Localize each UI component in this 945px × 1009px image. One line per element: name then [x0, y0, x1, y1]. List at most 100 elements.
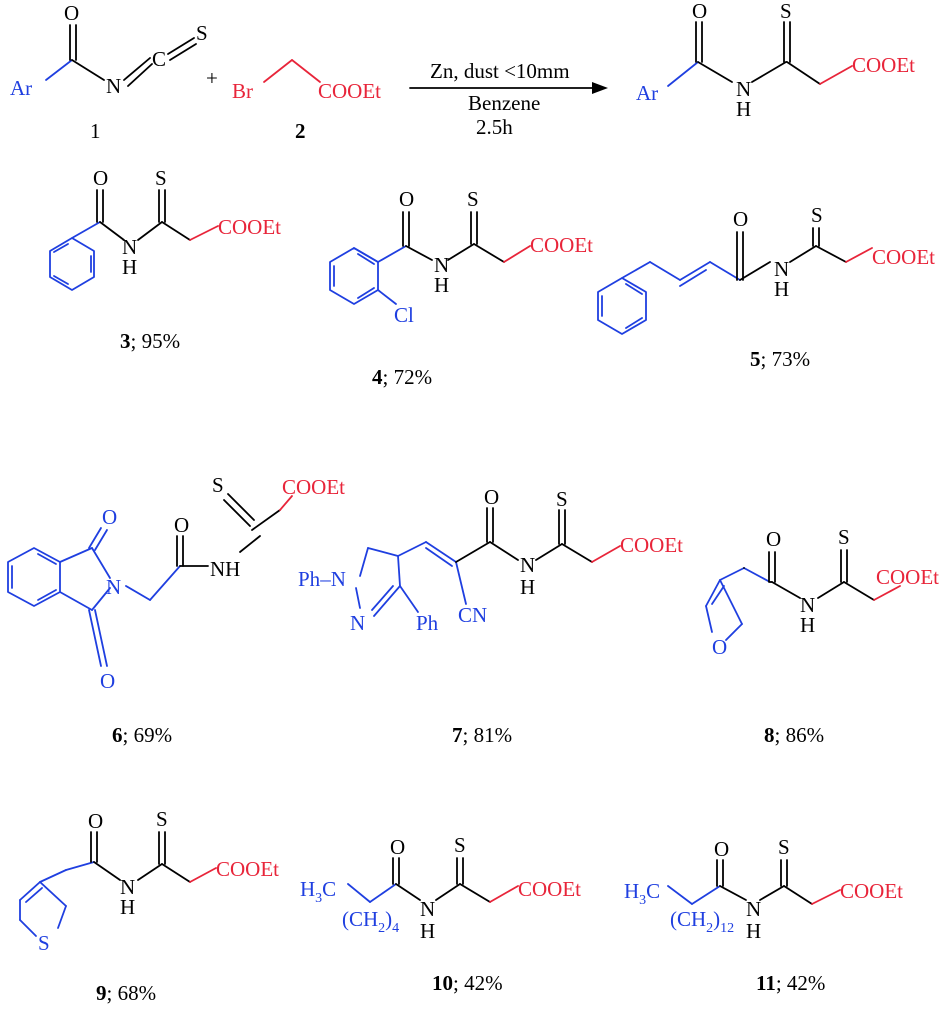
o-label: O: [88, 809, 103, 833]
o-label: O: [484, 485, 499, 509]
methyl-label: H3C: [300, 877, 336, 906]
s-label: S: [778, 835, 790, 859]
n-label: N: [520, 553, 535, 577]
h-label: H: [774, 277, 789, 301]
o-label: O: [766, 527, 781, 551]
compound-label: 8; 86%: [764, 723, 824, 747]
h-label: H: [800, 613, 815, 637]
n-label: N: [120, 875, 135, 899]
compound-label: 10; 42%: [432, 971, 503, 995]
n-label: N: [420, 897, 435, 921]
nh-label: NH: [210, 557, 240, 581]
ring-s-label: S: [38, 931, 50, 955]
isothiocyanate-n-label: N: [106, 74, 121, 98]
pyrazole-n2-label: N: [350, 611, 365, 635]
ring-o-bottom-label: O: [100, 669, 115, 693]
h-label: H: [420, 919, 435, 943]
compound-11: H3C (CH2)12 O S N H COOEt 11; 42%: [624, 835, 903, 995]
ester-label: COOEt: [518, 877, 581, 901]
ester-label: COOEt: [840, 879, 903, 903]
compound-label: 11; 42%: [756, 971, 825, 995]
h-label: H: [434, 273, 449, 297]
plus-sign: +: [206, 66, 218, 90]
product-n-label: N: [736, 77, 751, 101]
product-s-label: S: [780, 0, 792, 23]
n-label: N: [774, 257, 789, 281]
o-label: O: [733, 207, 748, 231]
o-label: O: [714, 837, 729, 861]
compound-4: O S N H COOEt Cl 4; 72%: [329, 187, 593, 389]
s-label: S: [212, 473, 224, 497]
h-label: H: [120, 895, 135, 919]
ester-label: COOEt: [318, 79, 381, 103]
ester-label: COOEt: [216, 857, 279, 881]
chain-label: (CH2)4: [342, 907, 399, 936]
reaction-arrow: Zn, dust <10mm Benzene 2.5h: [409, 59, 608, 139]
compound-label: 5; 73%: [750, 347, 810, 371]
isothiocyanate-c-label: C: [152, 47, 166, 71]
compound-label: 6; 69%: [112, 723, 172, 747]
s-label: S: [838, 525, 850, 549]
condition-time: 2.5h: [476, 115, 513, 139]
o-label: O: [390, 835, 405, 859]
s-label: S: [454, 833, 466, 857]
product-ar-label: Ar: [636, 81, 658, 105]
n-label: N: [122, 235, 137, 259]
chain-label: (CH2)12: [670, 907, 734, 936]
ester-label: COOEt: [218, 215, 281, 239]
compound-3: O S N H COOEt 3; 95%: [49, 166, 281, 353]
br-label: Br: [232, 79, 253, 103]
s-label: S: [811, 203, 823, 227]
compound-label: 3; 95%: [120, 329, 180, 353]
product-ester-label: COOEt: [852, 53, 915, 77]
ph-n-label: Ph–N: [298, 567, 346, 591]
compound-label: 4; 72%: [372, 365, 432, 389]
compound-7: Ph–N N Ph CN O S N H COOEt 7; 81%: [298, 485, 683, 747]
ester-label: COOEt: [876, 565, 939, 589]
ring-o-top-label: O: [102, 505, 117, 529]
n-label: N: [746, 897, 761, 921]
general-product: Ar O S N H COOEt: [636, 0, 915, 121]
o-label: O: [399, 187, 414, 211]
compound-10: H3C (CH2)4 O S N H COOEt 10; 42%: [300, 833, 581, 995]
isothiocyanate-s-label: S: [196, 21, 208, 45]
ar-label: Ar: [10, 76, 32, 100]
ring-o-label: O: [712, 635, 727, 659]
compound-6: O N O O NH S COOEt 6; 69%: [7, 473, 345, 747]
ester-label: COOEt: [620, 533, 683, 557]
compound-2-label: 2: [295, 119, 306, 143]
product-o-label: O: [692, 0, 707, 23]
s-label: S: [467, 187, 479, 211]
h-label: H: [746, 919, 761, 943]
compound-label: 7; 81%: [452, 723, 512, 747]
product-h-label: H: [736, 97, 751, 121]
ester-label: COOEt: [530, 233, 593, 257]
o-label: O: [174, 513, 189, 537]
compound-5: O S N H COOEt 5; 73%: [597, 203, 935, 371]
h-label: H: [122, 255, 137, 279]
o-label: O: [93, 166, 108, 190]
compound-1-label: 1: [90, 119, 101, 143]
reactant-1-aroyl-isothiocyanate: Ar O N C S 1: [10, 1, 208, 143]
s-label: S: [155, 166, 167, 190]
condition-solvent: Benzene: [468, 91, 540, 115]
ester-label: COOEt: [282, 475, 345, 499]
condition-reagent: Zn, dust <10mm: [430, 59, 570, 83]
cl-label: Cl: [394, 303, 414, 327]
ester-label: COOEt: [872, 245, 935, 269]
s-label: S: [156, 807, 168, 831]
reactant-2-ethyl-bromoacetate: Br COOEt 2: [232, 59, 381, 143]
carbonyl-o-label: O: [64, 1, 79, 25]
ring-n-label: N: [106, 575, 121, 599]
h-label: H: [520, 575, 535, 599]
methyl-label: H3C: [624, 879, 660, 908]
compound-9: S O S N H COOEt 9; 68%: [19, 807, 279, 1005]
n-label: N: [434, 253, 449, 277]
compound-8: O O S N H COOEt 8; 86%: [705, 525, 939, 747]
compound-label: 9; 68%: [96, 981, 156, 1005]
ph-c-label: Ph: [416, 611, 439, 635]
cn-label: CN: [458, 603, 487, 627]
n-label: N: [800, 593, 815, 617]
s-label: S: [556, 487, 568, 511]
